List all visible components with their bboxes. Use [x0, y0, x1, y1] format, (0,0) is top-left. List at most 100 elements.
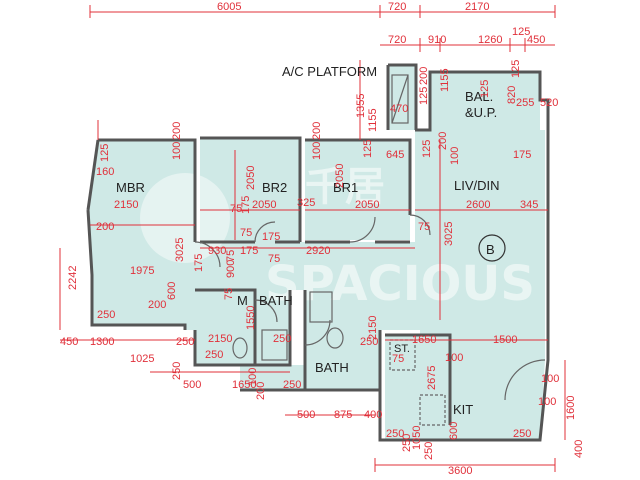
kit-label: KIT [453, 402, 473, 417]
dim: 2150 [367, 316, 379, 340]
dim: 400 [573, 440, 585, 458]
dim: 175 [513, 149, 531, 161]
unit-marker-circle [478, 234, 506, 262]
dim: 125 [479, 80, 491, 98]
dim: 250 [401, 434, 413, 452]
dim: 2050 [334, 164, 346, 188]
dim: 125 [421, 140, 433, 158]
st-label: ST. [394, 343, 410, 355]
door-arc [409, 214, 431, 236]
dim: 3025 [174, 238, 186, 262]
dim: 160 [96, 166, 114, 178]
dim: 600 [166, 282, 178, 300]
dim: 910 [428, 34, 446, 46]
dim: 500 [297, 409, 315, 421]
dim: 345 [520, 199, 538, 211]
dim: 1975 [130, 265, 154, 277]
dim: 250 [273, 333, 291, 345]
dim: 1500 [493, 334, 517, 346]
dim: 200 [148, 299, 166, 311]
dim: 125 [510, 60, 522, 78]
fixtures [232, 74, 446, 426]
dim: 100 [541, 373, 559, 385]
dim: 450 [527, 34, 545, 46]
dim: 500 [183, 379, 201, 391]
dim: 2050 [245, 166, 257, 190]
dim: 200 [171, 122, 183, 140]
dim: 1550 [245, 306, 257, 330]
dim: 100 [311, 142, 323, 160]
br1-label: BR1 [333, 180, 358, 195]
toilet-icon [326, 327, 344, 349]
dim: 1050 [411, 426, 423, 450]
dim: 125 [512, 26, 530, 38]
dim: 645 [386, 149, 404, 161]
dim: 2050 [355, 199, 379, 211]
dim: 175 [240, 245, 258, 257]
dim: 2050 [252, 199, 276, 211]
dim: 1355 [355, 94, 367, 118]
bal-label: BAL. [465, 89, 493, 104]
ac-unit-icon [391, 74, 409, 124]
door-arc [349, 216, 376, 243]
dim: 100 [538, 396, 556, 408]
dim: 3025 [443, 222, 455, 246]
dim: 125 [362, 140, 374, 158]
dim: 1260 [478, 34, 502, 46]
dim: 100 [171, 142, 183, 160]
dim: 200 [311, 122, 323, 140]
dim: 520 [540, 97, 558, 109]
dim: 450 [60, 336, 78, 348]
dim: 2242 [67, 266, 79, 290]
door-arcs [194, 214, 546, 401]
kitchen-counter [419, 394, 446, 426]
dim: 75 [418, 221, 430, 233]
dim: 720 [388, 1, 406, 13]
liv-din-label: LIV/DIN [454, 178, 500, 193]
dim: 75 [268, 253, 280, 265]
entrance-door-arc [504, 359, 546, 401]
shower-icon [261, 329, 288, 361]
dim: 1600 [565, 396, 577, 420]
dim: 1650 [412, 334, 436, 346]
dim: 200 [437, 132, 449, 150]
dim: 250 [386, 428, 404, 440]
room-labels: MBR BR2 BR1 LIV/DIN BAL. &U.P. A/C PLATF… [116, 64, 506, 417]
bath-label-lower: BATH [315, 360, 349, 375]
dim: 2600 [466, 199, 490, 211]
dim: 75 [392, 353, 404, 365]
br1-room [305, 140, 410, 240]
dim: 75 [230, 203, 242, 215]
watermark-chinese-glyph: 千居 [305, 164, 385, 210]
m-bath-room [195, 290, 290, 365]
dim: 100 [449, 147, 461, 165]
dim: 175 [193, 254, 205, 272]
dimension-lines [59, 5, 566, 472]
dim: 250 [423, 442, 435, 460]
br2-label: BR2 [262, 180, 287, 195]
dim: 250 [176, 336, 194, 348]
toilet-icon [232, 337, 248, 359]
lobby [240, 365, 305, 390]
door-arc [254, 221, 276, 243]
dim: 6005 [217, 1, 241, 13]
dim: 2920 [306, 245, 330, 257]
dim: 3600 [448, 465, 472, 477]
unit-marker-label: B [486, 242, 495, 257]
bath-label-upper: BATH [259, 293, 293, 308]
dim: 720 [388, 34, 406, 46]
up-label: &U.P. [465, 105, 497, 120]
dimension-labels: 6005 720 2170 720 910 1260 125 450 1355 … [60, 1, 585, 477]
basin-icon [309, 291, 333, 323]
dim: 2150 [114, 199, 138, 211]
dim: 2150 [208, 333, 232, 345]
dim: 200 [418, 67, 430, 85]
dim: 600 [448, 422, 460, 440]
dim: 400 [364, 409, 382, 421]
dim: 175 [262, 231, 280, 243]
m-bath-label: M [237, 293, 248, 308]
dim: 75 [223, 288, 235, 300]
dim: 2170 [465, 1, 489, 13]
